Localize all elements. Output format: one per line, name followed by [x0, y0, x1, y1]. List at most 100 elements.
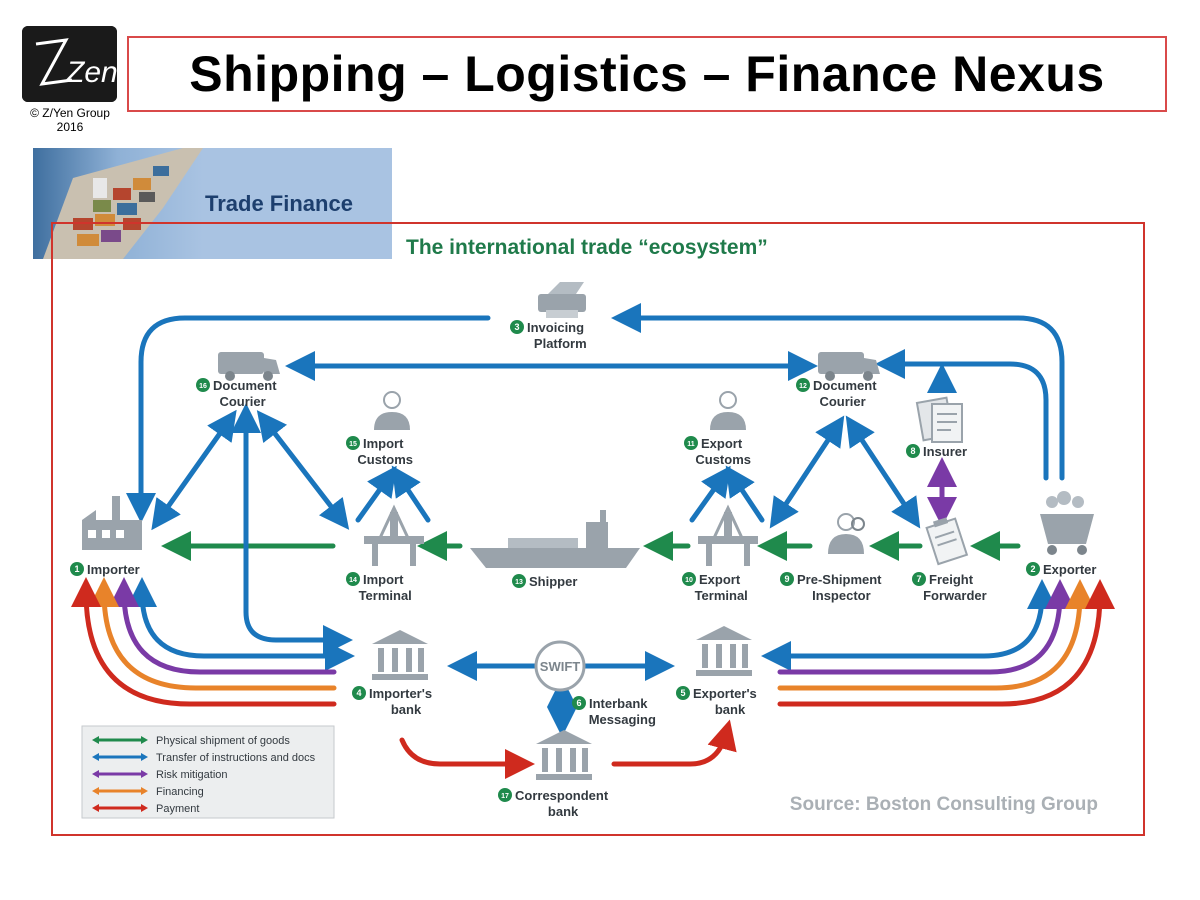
node-label: Interbank: [589, 696, 648, 711]
node-number-badge: [346, 572, 360, 586]
edge-exporter-bank-orange: [777, 579, 1095, 691]
copyright-text: © Z/Yen Group 2016: [30, 106, 110, 134]
inspector-icon: [828, 513, 865, 554]
node-number-badge: [346, 436, 360, 450]
node-number: 7: [916, 574, 921, 584]
van-icon: [218, 352, 280, 381]
legend-label: Transfer of instructions and docs: [156, 752, 316, 764]
node-number: 16: [199, 383, 207, 390]
bank-icon: [696, 626, 752, 676]
edge-exporter-to-right-courier: [875, 349, 1049, 481]
node-label: Terminal: [359, 588, 412, 603]
node-number-badge: [684, 436, 698, 450]
trade-finance-banner: Trade Finance: [33, 148, 392, 259]
diagram-title: The international trade “ecosystem”: [406, 236, 768, 259]
legend-arrowhead: [141, 770, 148, 778]
node-number: 12: [799, 383, 807, 390]
edge-invoicing-to-importer: [126, 315, 491, 523]
diagram-frame: [51, 222, 1145, 836]
node-label: Freight: [929, 572, 974, 587]
node-number: 6: [576, 698, 581, 708]
node-label: Invoicing: [527, 320, 584, 335]
node-number: 13: [515, 579, 523, 586]
person-icon: [374, 391, 410, 430]
legend-item: Transfer of instructions and docs: [92, 752, 316, 764]
node-importer: 1 Importer: [70, 562, 140, 577]
terminal-icon: [698, 504, 758, 566]
node-label: Export: [699, 572, 741, 587]
node-number: 17: [501, 793, 509, 800]
node-shipper: 13 Shipper: [512, 574, 577, 589]
edge-left-courier-import-terminal: [256, 410, 350, 530]
node-number: 1: [74, 564, 79, 574]
legend-item: Financing: [92, 786, 204, 798]
node-label: bank: [391, 702, 422, 717]
node-number-badge: [906, 444, 920, 458]
node-number-badge: [352, 686, 366, 700]
node-number-badge: [572, 696, 586, 710]
legend-arrowhead: [141, 736, 148, 744]
node-number: 8: [910, 446, 915, 456]
legend-label: Risk mitigation: [156, 769, 228, 781]
ship-icon: [470, 510, 640, 568]
edge-exporter-bank-red: [777, 579, 1115, 707]
node-label: Forwarder: [923, 588, 987, 603]
legend-arrowhead: [92, 787, 99, 795]
legend-arrowhead: [141, 787, 148, 795]
node-label: Courier: [219, 394, 265, 409]
node-number-badge: [676, 686, 690, 700]
node-number: 4: [356, 688, 361, 698]
clipboard-icon: [925, 517, 969, 566]
legend-arrowhead: [92, 804, 99, 812]
node-number: 10: [685, 577, 693, 584]
node-label: Correspondent: [515, 788, 609, 803]
node-label: Shipper: [529, 574, 577, 589]
node-label: Messaging: [589, 712, 656, 727]
edge-exporter-to-invoicing: [611, 303, 1065, 481]
bank-icon: [536, 730, 592, 780]
node-label: Courier: [819, 394, 865, 409]
edge-importer-bank-red: [71, 577, 337, 707]
node-label: Export: [701, 436, 743, 451]
swift-label: SWIFT: [540, 659, 580, 674]
legend-item: Physical shipment of goods: [92, 735, 290, 747]
legend-item: Payment: [92, 803, 199, 815]
legend-label: Financing: [156, 786, 204, 798]
node-label: Terminal: [695, 588, 748, 603]
legend-label: Payment: [156, 803, 199, 815]
node-number-badge: [1026, 562, 1040, 576]
cart-icon: [1040, 491, 1094, 555]
person-icon: [710, 391, 746, 430]
edge-right-courier-freight: [845, 415, 921, 529]
trade-finance-label: Trade Finance: [205, 191, 353, 216]
legend-label: Physical shipment of goods: [156, 735, 290, 747]
node-number-badge: [780, 572, 794, 586]
node-label: Importer: [87, 562, 140, 577]
edge-correspondent-exporters-bank: [611, 719, 737, 767]
node-label: Import: [363, 572, 404, 587]
legend-arrowhead: [92, 753, 99, 761]
legend-item: Risk mitigation: [92, 769, 228, 781]
logo-text: Zen: [65, 56, 117, 89]
edge-importer-bank-orange: [89, 577, 337, 691]
edge-export-customs-export-terminal: [689, 465, 731, 523]
node-label: Customs: [695, 452, 751, 467]
edge-import-customs-import-terminal: [355, 465, 397, 523]
edge-exporter-bank-blue: [761, 579, 1057, 671]
node-label: bank: [715, 702, 746, 717]
container-ship-image: Trade Finance: [33, 148, 392, 259]
node-label: Exporter: [1043, 562, 1096, 577]
zyen-logo: Zen: [22, 26, 117, 102]
source-text: Source: Boston Consulting Group: [790, 794, 1098, 815]
node-number-badge: [796, 378, 810, 392]
